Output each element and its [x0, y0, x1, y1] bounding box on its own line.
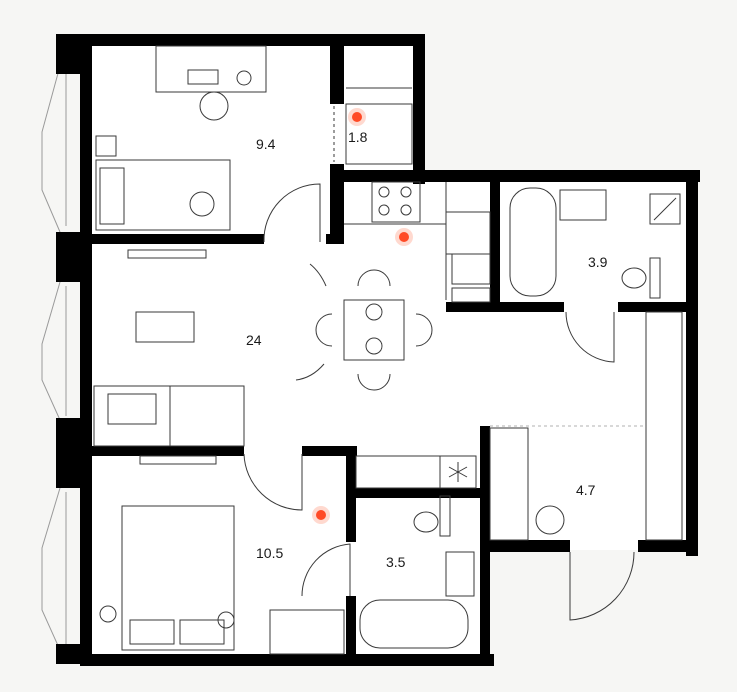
single-bed [95, 159, 231, 231]
room-area-label-storage: 1.8 [348, 129, 368, 145]
marker-bedroom [312, 506, 330, 524]
dining-table [343, 299, 405, 361]
wardrobe [489, 427, 529, 541]
chair-bottom [357, 373, 391, 391]
snowflake-icon [448, 462, 468, 482]
coffee-table [135, 311, 195, 343]
chair-top [357, 269, 391, 287]
door-swings [243, 106, 646, 621]
nightstand [95, 135, 117, 157]
bedside-lamp-left [99, 605, 117, 623]
pillow [99, 167, 125, 225]
cat-1 [309, 263, 327, 287]
walls [56, 34, 700, 666]
dishwasher [451, 253, 491, 285]
chair-right [415, 313, 433, 347]
double-bed [121, 505, 235, 651]
furniture [93, 45, 683, 655]
chair-left [315, 313, 333, 347]
toilet-main [621, 267, 647, 289]
sofa [93, 385, 245, 447]
desk-chair [199, 91, 229, 121]
bathtub [509, 187, 557, 297]
room-area-label-bedroom-small: 9.4 [256, 136, 276, 152]
room-area-label-bedroom-master: 10.5 [256, 545, 283, 561]
cushion [107, 393, 157, 425]
washbasin [559, 189, 607, 221]
room-area-label-hallway: 4.7 [576, 482, 596, 498]
water-heater [649, 193, 681, 225]
marker-storage [348, 108, 366, 126]
room-area-label-living-kitchen: 24 [246, 332, 262, 348]
toilet-second [413, 511, 439, 533]
cat-2 [295, 363, 325, 381]
dresser [269, 609, 345, 655]
bedside-lamp-right [217, 611, 235, 629]
washbasin-second [445, 551, 475, 597]
washing-machine [535, 505, 565, 535]
room-area-label-bathroom-main: 3.9 [588, 254, 608, 270]
window-bays [41, 65, 67, 651]
desk-lamp [236, 70, 252, 86]
laptop [187, 69, 219, 85]
marker-kitchen [395, 228, 413, 246]
oven [451, 287, 491, 303]
room-area-label-bathroom-second: 3.5 [386, 554, 406, 570]
tv [127, 249, 207, 259]
bathtub-second [359, 599, 469, 649]
toy [189, 191, 215, 217]
tv-bedroom [139, 455, 217, 465]
storage-shelves [345, 103, 413, 165]
cooktop [371, 181, 421, 223]
fridge [439, 455, 477, 489]
built-in-closet [645, 311, 683, 541]
